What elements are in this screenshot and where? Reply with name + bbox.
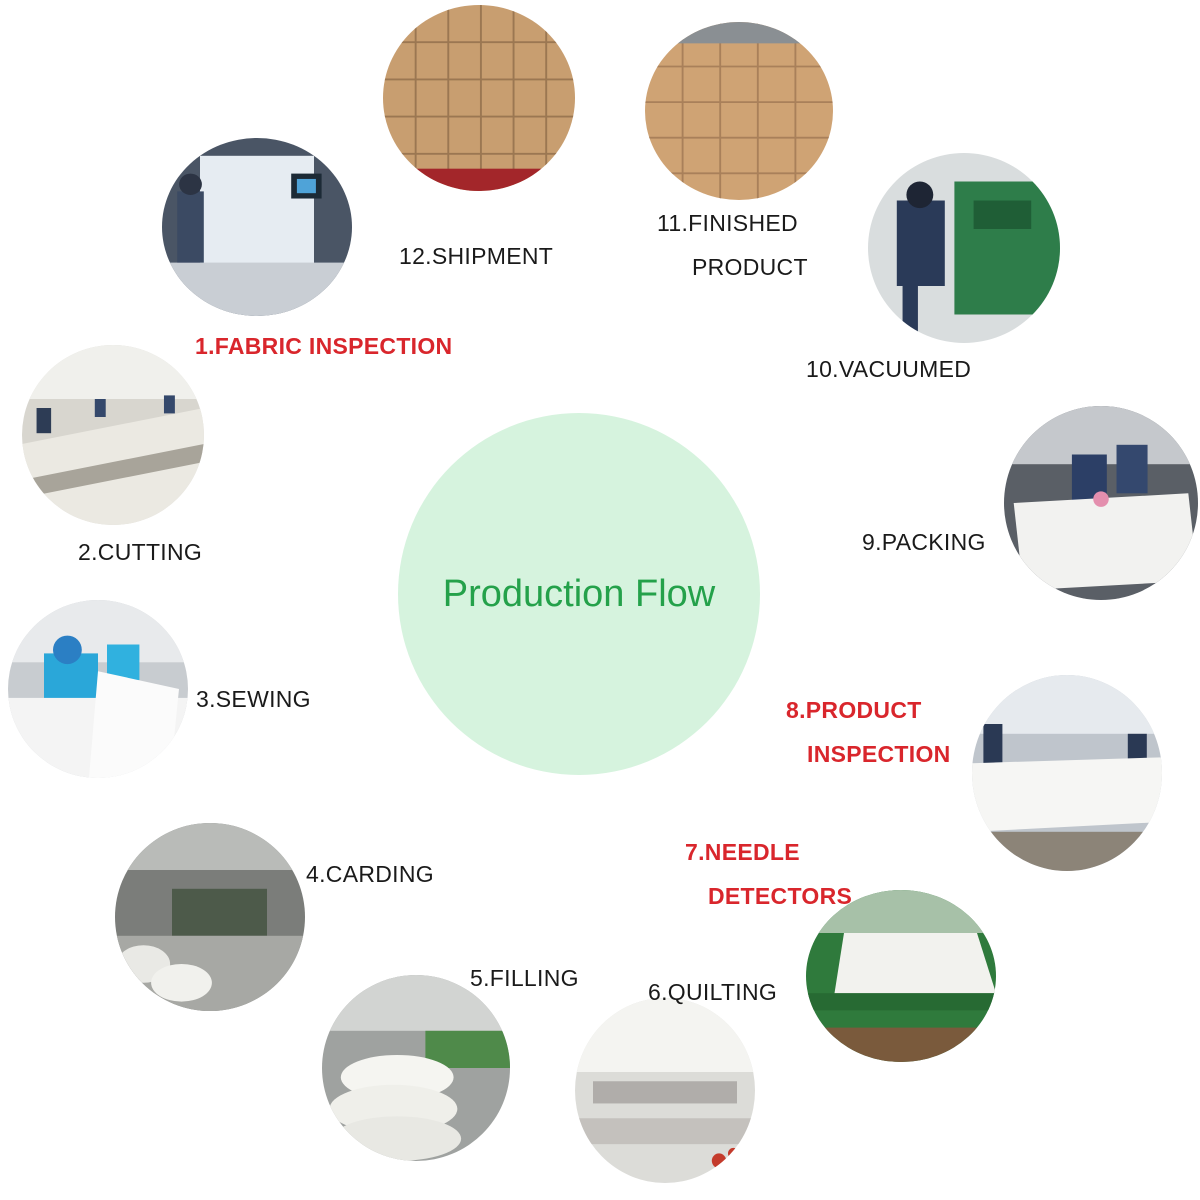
sewing-photo — [8, 600, 188, 778]
product-inspection-photo — [972, 675, 1162, 871]
fabric-inspection-photo — [162, 138, 352, 316]
step-9-label: 9.PACKING — [862, 529, 986, 555]
step-4-label: 4.CARDING — [306, 861, 434, 887]
step-11-label-line2: PRODUCT — [692, 254, 808, 280]
shipment-photo — [383, 5, 575, 191]
vacuum-machine-photo — [868, 153, 1060, 343]
step-3-label: 3.SEWING — [196, 686, 311, 712]
center-title: Production Flow — [442, 573, 716, 615]
carding-photo — [115, 823, 305, 1011]
quilting-photo — [575, 998, 755, 1183]
step-11-label-line1: 11.FINISHED — [657, 210, 798, 236]
step-12-label: 12.SHIPMENT — [399, 243, 554, 269]
step-2-label: 2.CUTTING — [78, 539, 203, 565]
cutting-photo — [22, 345, 204, 525]
step-7-label-line2: DETECTORS — [708, 883, 853, 909]
step-10-label: 10.VACUUMED — [806, 356, 972, 382]
production-flow-hub: Production Flow — [398, 413, 760, 775]
step-1-label: 1.FABRIC INSPECTION — [195, 333, 453, 359]
step-5-label: 5.FILLING — [470, 965, 579, 991]
step-8-label-line2: INSPECTION — [807, 741, 951, 767]
finished-product-photo — [645, 22, 833, 200]
needle-detector-photo — [806, 890, 996, 1062]
packing-photo — [1004, 406, 1198, 600]
step-7-label-line1: 7.NEEDLE — [685, 839, 800, 865]
filling-photo — [322, 975, 510, 1161]
step-8-label-line1: 8.PRODUCT — [786, 697, 922, 723]
step-6-label: 6.QUILTING — [648, 979, 778, 1005]
